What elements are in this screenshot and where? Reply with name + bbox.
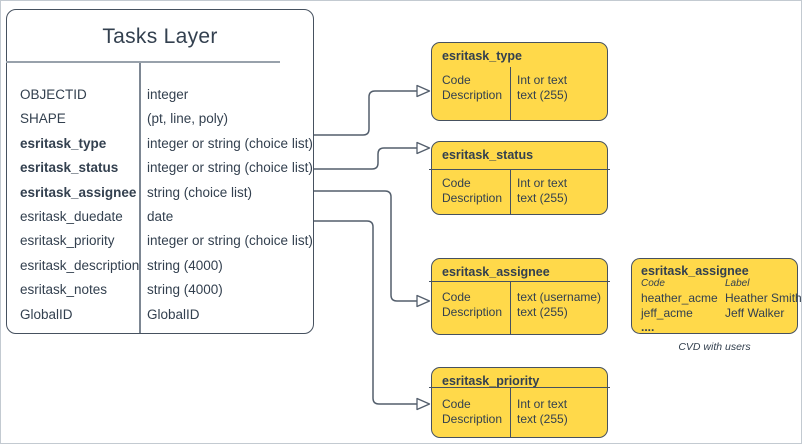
domain-column-divider <box>510 169 512 214</box>
field-type: date <box>147 208 174 224</box>
field-name: esritask_type <box>20 135 107 151</box>
field-row-esritask-notes: esritask_notes string (4000) <box>7 282 313 306</box>
field-row-esritask-status: esritask_status integer or string (choic… <box>7 160 313 184</box>
field-type: string (choice list) <box>147 184 253 200</box>
domain-code-type: Int or text <box>517 397 568 411</box>
cvd-user-label: Heather Smith <box>725 291 802 305</box>
domain-right-column: Int or text text (255) <box>517 73 568 103</box>
domain-title-divider <box>429 387 610 389</box>
domain-box-esritask-priority: esritask_priority Code Description Int o… <box>429 367 610 438</box>
cvd-box-esritask-assignee: esritask_assignee Code Label heather_acm… <box>631 258 801 334</box>
domain-title: esritask_assignee <box>442 265 550 279</box>
domain-code-label: Code <box>442 176 471 190</box>
field-type: integer or string (choice list) <box>147 135 313 151</box>
domain-title-divider <box>429 281 610 283</box>
domain-box-esritask-assignee: esritask_assignee Code Description text … <box>429 258 610 335</box>
cvd-column-headers: Code Label <box>641 278 791 291</box>
arrowhead-esritask-type-icon <box>416 84 431 98</box>
field-name: OBJECTID <box>20 87 87 102</box>
field-type: integer <box>147 87 189 102</box>
cvd-user-row: heather_acme Heather Smith <box>641 291 801 306</box>
title-divider <box>6 61 280 63</box>
domain-left-column: Code Description <box>442 290 502 320</box>
field-name: SHAPE <box>20 111 66 127</box>
field-type: string (4000) <box>147 257 223 273</box>
field-row-esritask-duedate: esritask_duedate date <box>7 209 313 233</box>
domain-description-label: Description <box>442 191 503 205</box>
domain-code-type: text (username) <box>517 290 602 304</box>
domain-column-divider <box>510 67 512 120</box>
field-type: string (4000) <box>147 282 223 298</box>
field-row-esritask-description: esritask_description string (4000) <box>7 258 313 282</box>
cvd-user-row: jeff_acme Jeff Walker <box>641 306 791 321</box>
tasks-layer-title: Tasks Layer <box>102 25 218 48</box>
domain-description-label: Description <box>442 305 503 319</box>
connector-esritask-status <box>314 147 417 170</box>
domain-code-label: Code <box>442 397 471 411</box>
field-type: (pt, line, poly) <box>147 111 229 127</box>
domain-description-type: text (255) <box>517 88 568 102</box>
field-name: esritask_status <box>20 160 119 176</box>
domain-code-type: Int or text <box>517 73 568 87</box>
domain-right-column: text (username) text (255) <box>517 290 601 320</box>
field-list: OBJECTID integer SHAPE (pt, line, poly) … <box>7 87 313 331</box>
domain-left-column: Code Description <box>442 397 502 427</box>
domain-code-type: Int or text <box>517 176 568 190</box>
field-type: integer or string (choice list) <box>147 233 313 249</box>
domain-title: esritask_type <box>442 49 522 63</box>
connector-esritask-type <box>314 90 417 136</box>
field-row-shape: SHAPE (pt, line, poly) <box>7 111 313 135</box>
column-divider <box>139 63 141 333</box>
arrowhead-esritask-priority-icon <box>416 397 431 411</box>
cvd-header-label: Label <box>725 278 750 289</box>
domain-code-label: Code <box>442 73 471 87</box>
domain-code-label: Code <box>442 290 471 304</box>
tasks-layer-entity: Tasks Layer OBJECTID integer SHAPE (pt, … <box>6 9 314 334</box>
domain-box-esritask-status: esritask_status Code Description Int or … <box>429 141 610 215</box>
field-name: esritask_priority <box>20 233 115 249</box>
field-name: esritask_assignee <box>20 184 137 200</box>
cvd-ellipsis: .... <box>641 320 655 334</box>
domain-description-type: text (255) <box>517 412 568 426</box>
field-row-esritask-priority: esritask_priority integer or string (cho… <box>7 233 313 257</box>
field-name: esritask_description <box>20 257 140 273</box>
domain-left-column: Code Description <box>442 73 502 103</box>
domain-title: esritask_priority <box>442 374 540 388</box>
domain-description-label: Description <box>442 412 503 426</box>
domain-right-column: Int or text text (255) <box>517 397 568 427</box>
domain-title: esritask_status <box>442 148 534 162</box>
field-name: GlobalID <box>20 306 73 322</box>
domain-column-divider <box>510 387 512 437</box>
connector-esritask-assignee <box>314 190 417 302</box>
cvd-user-code: heather_acme <box>641 291 718 305</box>
cvd-title: esritask_assignee <box>641 264 749 278</box>
field-row-globalid: GlobalID GlobalID <box>7 307 313 331</box>
cvd-user-label: Jeff Walker <box>725 306 785 320</box>
field-row-esritask-assignee: esritask_assignee string (choice list) <box>7 185 313 209</box>
domain-right-column: Int or text text (255) <box>517 176 568 206</box>
field-type: GlobalID <box>147 306 200 322</box>
domain-left-column: Code Description <box>442 176 502 206</box>
arrowhead-esritask-status-icon <box>416 141 431 155</box>
connector-esritask-priority <box>314 220 417 405</box>
cvd-user-code: jeff_acme <box>641 306 693 320</box>
cvd-header-code: Code <box>641 278 665 289</box>
cvd-caption: CVD with users <box>678 341 751 353</box>
field-name: esritask_duedate <box>20 208 123 224</box>
domain-title-divider <box>429 169 610 171</box>
field-type: integer or string (choice list) <box>147 160 313 176</box>
field-row-objectid: OBJECTID integer <box>7 87 313 111</box>
domain-description-label: Description <box>442 88 503 102</box>
domain-description-type: text (255) <box>517 305 568 319</box>
field-name: esritask_notes <box>20 282 108 298</box>
domain-description-type: text (255) <box>517 191 568 205</box>
arrowhead-esritask-assignee-icon <box>416 294 431 308</box>
domain-column-divider <box>510 281 512 334</box>
domain-box-esritask-type: esritask_type Code Description Int or te… <box>431 42 608 121</box>
field-row-esritask-type: esritask_type integer or string (choice … <box>7 136 313 160</box>
